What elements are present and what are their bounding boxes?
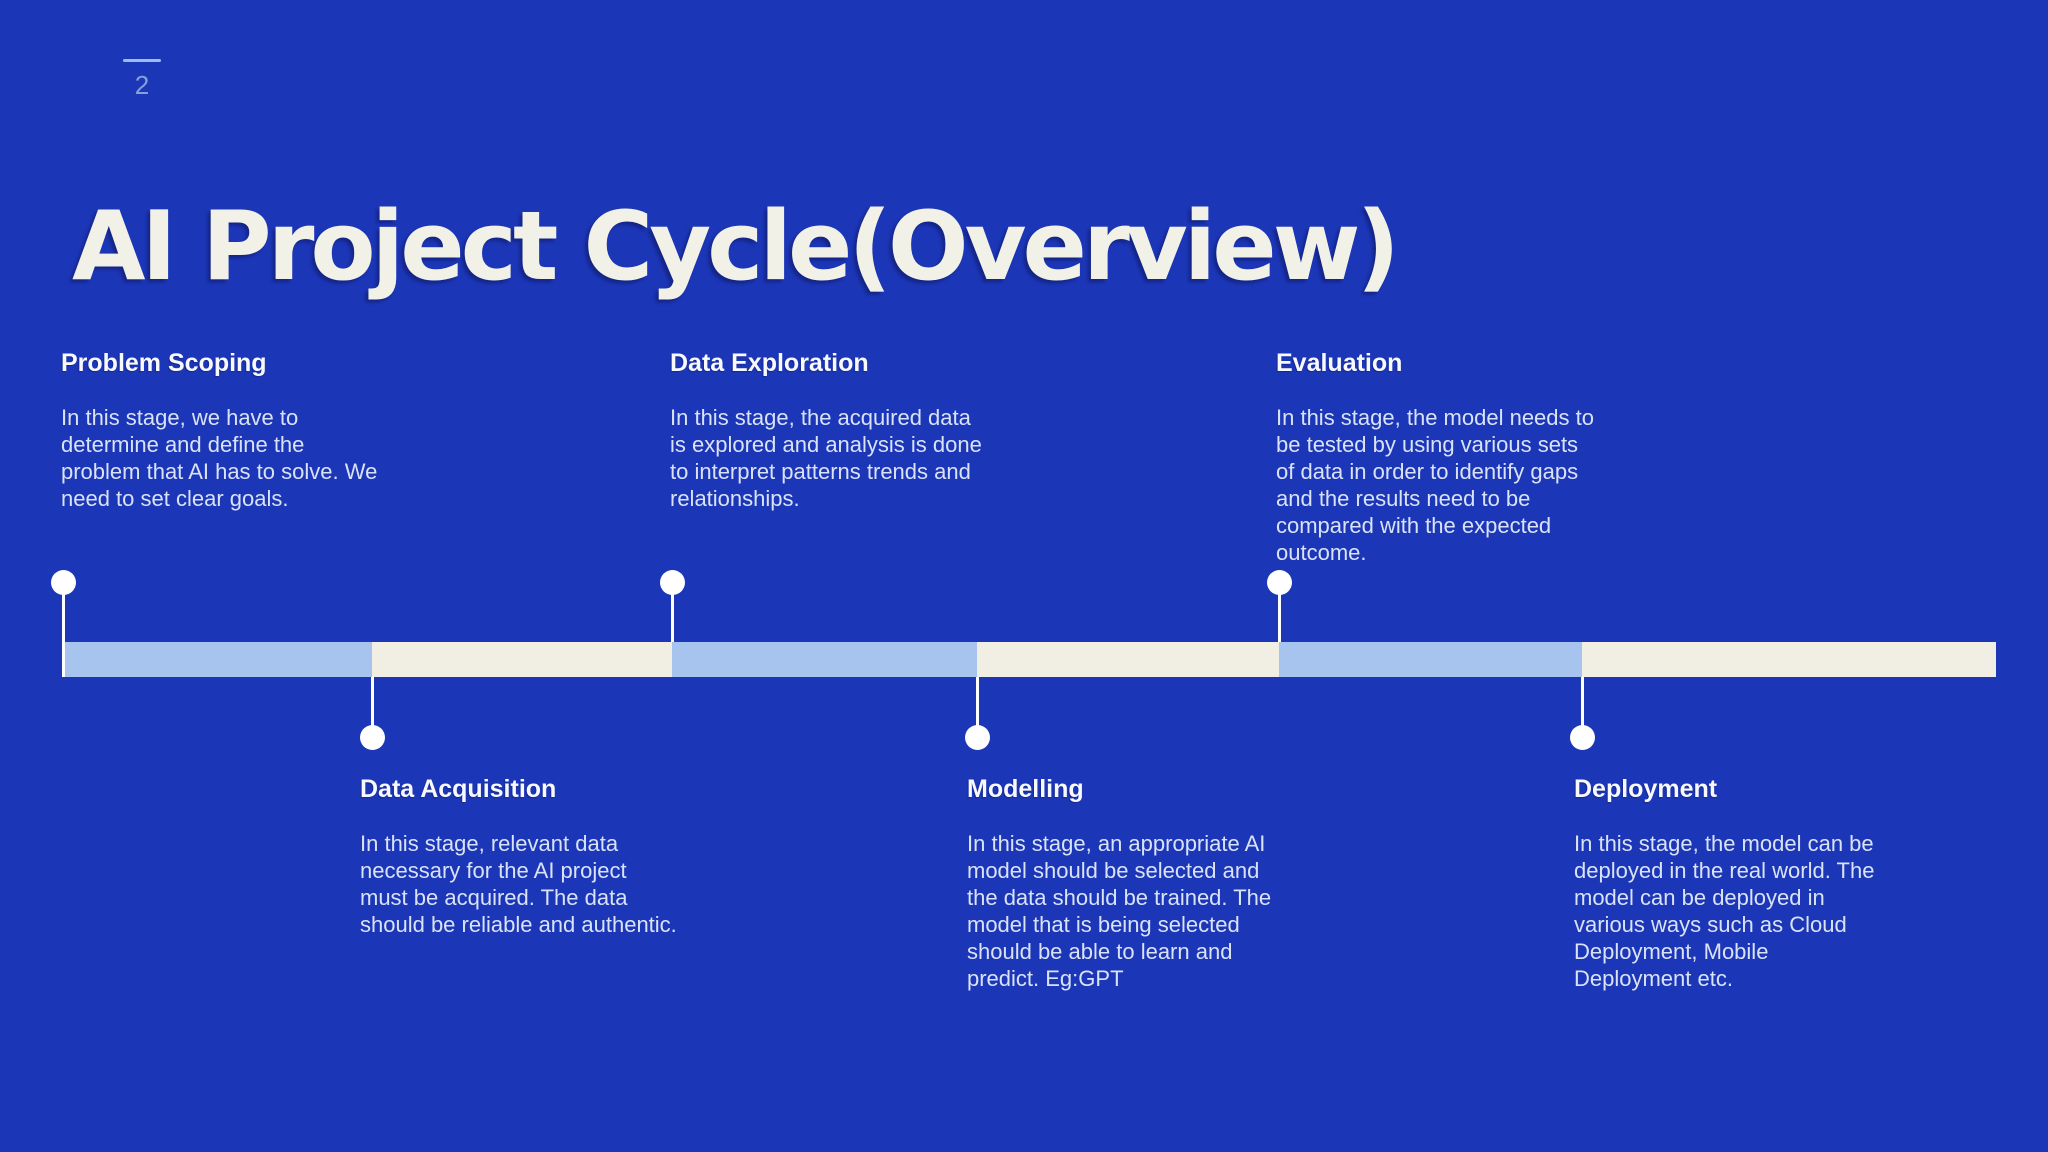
marker-stem bbox=[1581, 677, 1584, 738]
marker-dot-icon bbox=[1570, 725, 1595, 750]
stage-description: In this stage, the model can be deployed… bbox=[1574, 831, 1875, 991]
stage-description: In this stage, the acquired data is expl… bbox=[670, 405, 982, 511]
page-number-marker: 2 bbox=[123, 59, 161, 98]
marker-stem bbox=[62, 583, 65, 677]
stage-block-modelling: Modelling In this stage, an appropriate … bbox=[967, 774, 1347, 992]
timeline-segment bbox=[1279, 642, 1582, 677]
stage-description: In this stage, an appropriate AI model s… bbox=[967, 831, 1272, 991]
page-number-divider bbox=[123, 59, 161, 62]
stage-description: In this stage, relevant data necessary f… bbox=[360, 831, 677, 937]
stage-title: Problem Scoping bbox=[61, 349, 267, 377]
stage-title: Data Acquisition bbox=[360, 775, 557, 803]
stage-block-data-acquisition: Data Acquisition In this stage, relevant… bbox=[360, 774, 740, 938]
stage-title: Deployment bbox=[1574, 775, 1718, 803]
timeline-segment bbox=[1582, 642, 1996, 677]
marker-stem bbox=[976, 677, 979, 738]
stage-description: In this stage, the model needs to be tes… bbox=[1276, 405, 1594, 565]
stage-block-evaluation: Evaluation In this stage, the model need… bbox=[1276, 348, 1656, 566]
stage-block-problem-scoping: Problem Scoping In this stage, we have t… bbox=[61, 348, 441, 512]
timeline-segment bbox=[63, 642, 372, 677]
stage-block-deployment: Deployment In this stage, the model can … bbox=[1574, 774, 1954, 992]
marker-stem bbox=[1278, 583, 1281, 642]
marker-stem bbox=[671, 583, 674, 642]
timeline-segment bbox=[977, 642, 1279, 677]
stage-title: Data Exploration bbox=[670, 349, 869, 377]
marker-stem bbox=[371, 677, 374, 738]
slide-title: AI Project Cycle(Overview) bbox=[72, 191, 1400, 302]
timeline-segment bbox=[672, 642, 977, 677]
page-number: 2 bbox=[134, 70, 150, 100]
marker-dot-icon bbox=[1267, 570, 1292, 595]
marker-dot-icon bbox=[51, 570, 76, 595]
timeline-bar bbox=[63, 642, 1996, 677]
stage-description: In this stage, we have to determine and … bbox=[61, 405, 378, 511]
timeline-segment bbox=[372, 642, 672, 677]
marker-dot-icon bbox=[965, 725, 990, 750]
marker-dot-icon bbox=[360, 725, 385, 750]
marker-dot-icon bbox=[660, 570, 685, 595]
stage-block-data-exploration: Data Exploration In this stage, the acqu… bbox=[670, 348, 1050, 512]
stage-title: Modelling bbox=[967, 775, 1084, 803]
stage-title: Evaluation bbox=[1276, 349, 1403, 377]
